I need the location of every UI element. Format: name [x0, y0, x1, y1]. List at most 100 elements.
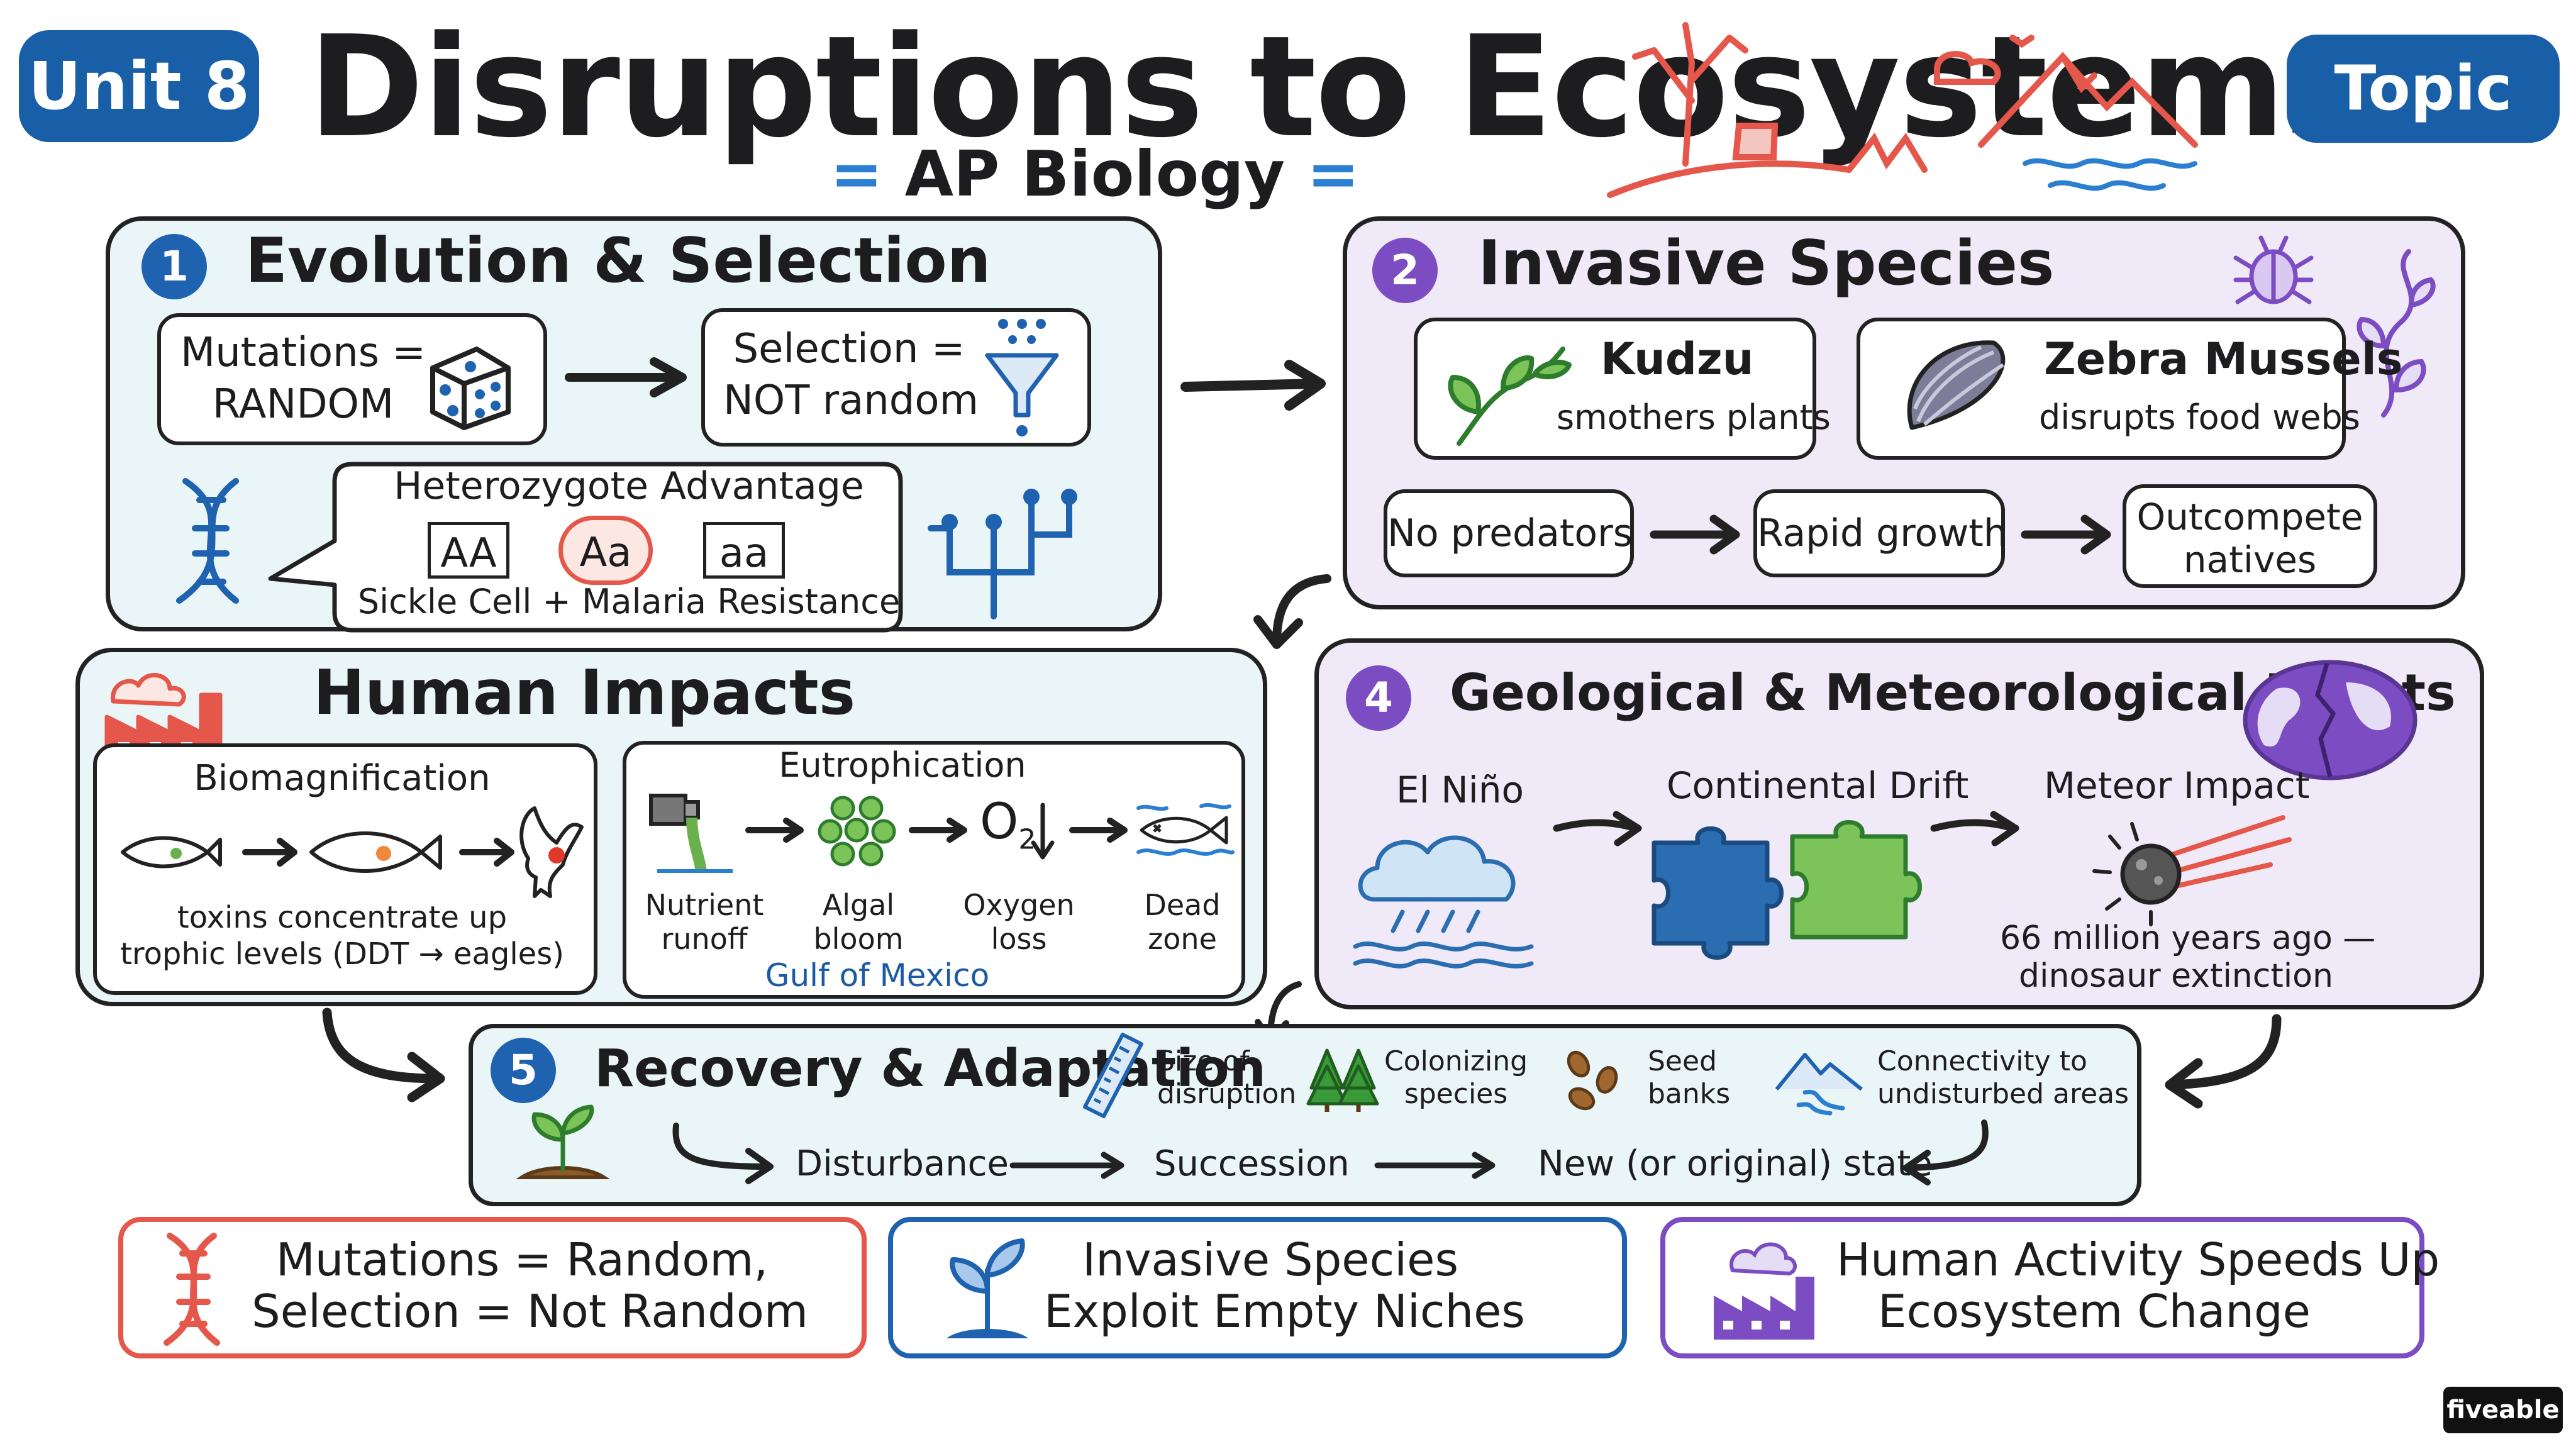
sprout-icon-blue [947, 1238, 1028, 1338]
takeaway-card-invasive [888, 1217, 1627, 1358]
factor-seed-banks-label: Seed banks [1648, 1045, 1730, 1111]
takeaway-human-text: Human Activity Speeds Up Ecosystem Chang… [1836, 1233, 2440, 1338]
eutrophication-title: Eutrophication [779, 745, 1026, 785]
section-5-title: Recovery & Adaptation [594, 1039, 1267, 1099]
cycle-disturbance: Disturbance [796, 1143, 1009, 1184]
dead-fish-icon [1136, 802, 1235, 856]
oxygen-symbol-subscript: 2 [1018, 823, 1036, 856]
topic-badge: Topic 8.7 [2287, 35, 2560, 233]
cycle-succession: Succession [1154, 1143, 1350, 1184]
arrow-eut-3 [1069, 818, 1128, 843]
arrow-flow-2 [2021, 514, 2111, 555]
section-recovery-adaptation [469, 1024, 2141, 1206]
seeds-icon [1567, 1050, 1618, 1111]
gulf-of-mexico-label: Gulf of Mexico [765, 957, 990, 994]
takeaway-human-line-2: Ecosystem Change [1878, 1285, 2311, 1338]
meteor-caption-line-1: 66 million years ago — [2000, 919, 2376, 957]
selection-card [701, 308, 1091, 447]
eut-step-2-line-2: bloom [813, 922, 904, 956]
eut-step-1-label: Nutrient runoff [635, 888, 774, 956]
eut-step-3-line-2: loss [991, 922, 1047, 956]
factor-colonizing-label: Colonizing species [1380, 1045, 1531, 1111]
event-el-nino-label: El Niño [1396, 769, 1524, 811]
meteor-caption: 66 million years ago — dinosaur extincti… [2000, 919, 2376, 995]
takeaway-mutations-line-1: Mutations = Random, [275, 1233, 769, 1286]
algae-icon [818, 796, 896, 867]
arrow-event-1 [1553, 811, 1642, 847]
section-1-number: 1 [142, 234, 207, 299]
selection-label: Selection = NOT random [723, 323, 979, 426]
zebra-mussel-desc: disrupts food webs [2039, 397, 2360, 437]
river-mountain-icon [1775, 1053, 1863, 1116]
eut-step-4-label: Dead zone [1119, 888, 1245, 956]
section-1-title: Evolution & Selection [245, 225, 991, 297]
flow-outcompete-line-2: natives [2183, 538, 2317, 581]
factor-connectivity-line-1: Connectivity to [1877, 1045, 2087, 1077]
section-2-number: 2 [1372, 238, 1438, 303]
takeaway-invasive-text: Invasive Species Exploit Empty Niches [1044, 1234, 1525, 1338]
takeaway-mutations-line-2: Selection = Not Random [252, 1285, 809, 1338]
beetle-icon [2233, 235, 2314, 304]
genotype-aa: aa [703, 522, 785, 579]
genotype-Aa: Aa [558, 516, 653, 585]
arrow-s1-to-s2 [1180, 360, 1326, 411]
arrow-s3-to-s5 [322, 1008, 445, 1102]
takeaway-invasive-line-2: Exploit Empty Niches [1044, 1285, 1525, 1338]
factor-size-line-1: Size of [1157, 1045, 1250, 1077]
arrow-s2-to-s3 [1253, 574, 1331, 649]
event-meteor-impact-label: Meteor Impact [2044, 764, 2310, 807]
eut-step-3-line-1: Oxygen [963, 888, 1075, 922]
eut-step-1-line-2: runoff [661, 922, 748, 956]
unit-badge: Unit 8 [19, 30, 259, 142]
food-chain-icons [121, 806, 584, 898]
arrow-eut-1 [745, 818, 804, 843]
kudzu-desc: smothers plants [1557, 397, 1831, 437]
mussel-icon [1907, 340, 2006, 430]
brand-logo: fiveable [2443, 1387, 2563, 1433]
section-3-title: Human Impacts [313, 657, 856, 729]
takeaway-human-line-1: Human Activity Speeds Up [1836, 1233, 2440, 1286]
trees-icon [1306, 1048, 1379, 1112]
cracked-earth-icon [2243, 660, 2418, 780]
eut-step-2-line-1: Algal [822, 888, 895, 922]
cycle-arrow-start [672, 1123, 774, 1184]
funnel-icon [985, 319, 1059, 436]
heterozygote-caption: Sickle Cell + Malaria Resistance [357, 582, 901, 621]
factor-seed-banks-line-2: banks [1648, 1078, 1731, 1110]
factor-colonizing-line-1: Colonizing [1384, 1045, 1528, 1077]
flow-no-predators: No predators [1384, 489, 1634, 577]
cycle-arrow-2 [1374, 1152, 1496, 1179]
page-subtitle: = AP Biology = [830, 137, 1360, 211]
biomagnification-title: Biomagnification [194, 758, 491, 799]
puzzle-pieces-icon [1652, 820, 1922, 960]
arrow-eut-2 [909, 818, 967, 843]
mutations-label: Mutations = RANDOM [171, 327, 435, 430]
eut-step-1-line-1: Nutrient [645, 888, 764, 922]
arrow-mutation-to-selection [565, 357, 687, 397]
mutations-line-1: Mutations = [180, 330, 426, 376]
dice-icon [430, 347, 511, 430]
meteor-icon [2092, 815, 2292, 926]
factor-size-label: Size of disruption [1157, 1045, 1296, 1111]
flow-rapid-growth: Rapid growth [1753, 489, 2007, 577]
cycle-arrow-return [1902, 1119, 1989, 1185]
cycle-arrow-1 [1009, 1152, 1124, 1179]
flow-outcompete-natives: Outcompete natives [2123, 484, 2377, 588]
factor-colonizing-line-2: species [1404, 1078, 1508, 1110]
arrow-flow-1 [1650, 514, 1740, 555]
arrow-s4-to-s5 [2165, 1014, 2282, 1109]
subtitle-dash-right: = [1306, 137, 1360, 211]
factor-size-line-2: disruption [1157, 1078, 1297, 1110]
section-5-number: 5 [491, 1038, 556, 1103]
eut-step-4-line-2: zone [1148, 922, 1217, 956]
heterozygote-title: Heterozygote Advantage [394, 464, 864, 508]
takeaway-card-mutations [118, 1217, 867, 1358]
eut-step-2-label: Algal bloom [796, 888, 921, 956]
dna-icon-red [164, 1233, 220, 1346]
arrow-event-2 [1930, 811, 2019, 847]
eut-step-4-line-1: Dead [1144, 888, 1221, 922]
dna-icon [176, 478, 239, 604]
runoff-pipe-icon [649, 794, 733, 873]
subtitle-dash-left: = [830, 137, 883, 211]
selection-line-2: NOT random [723, 377, 979, 424]
